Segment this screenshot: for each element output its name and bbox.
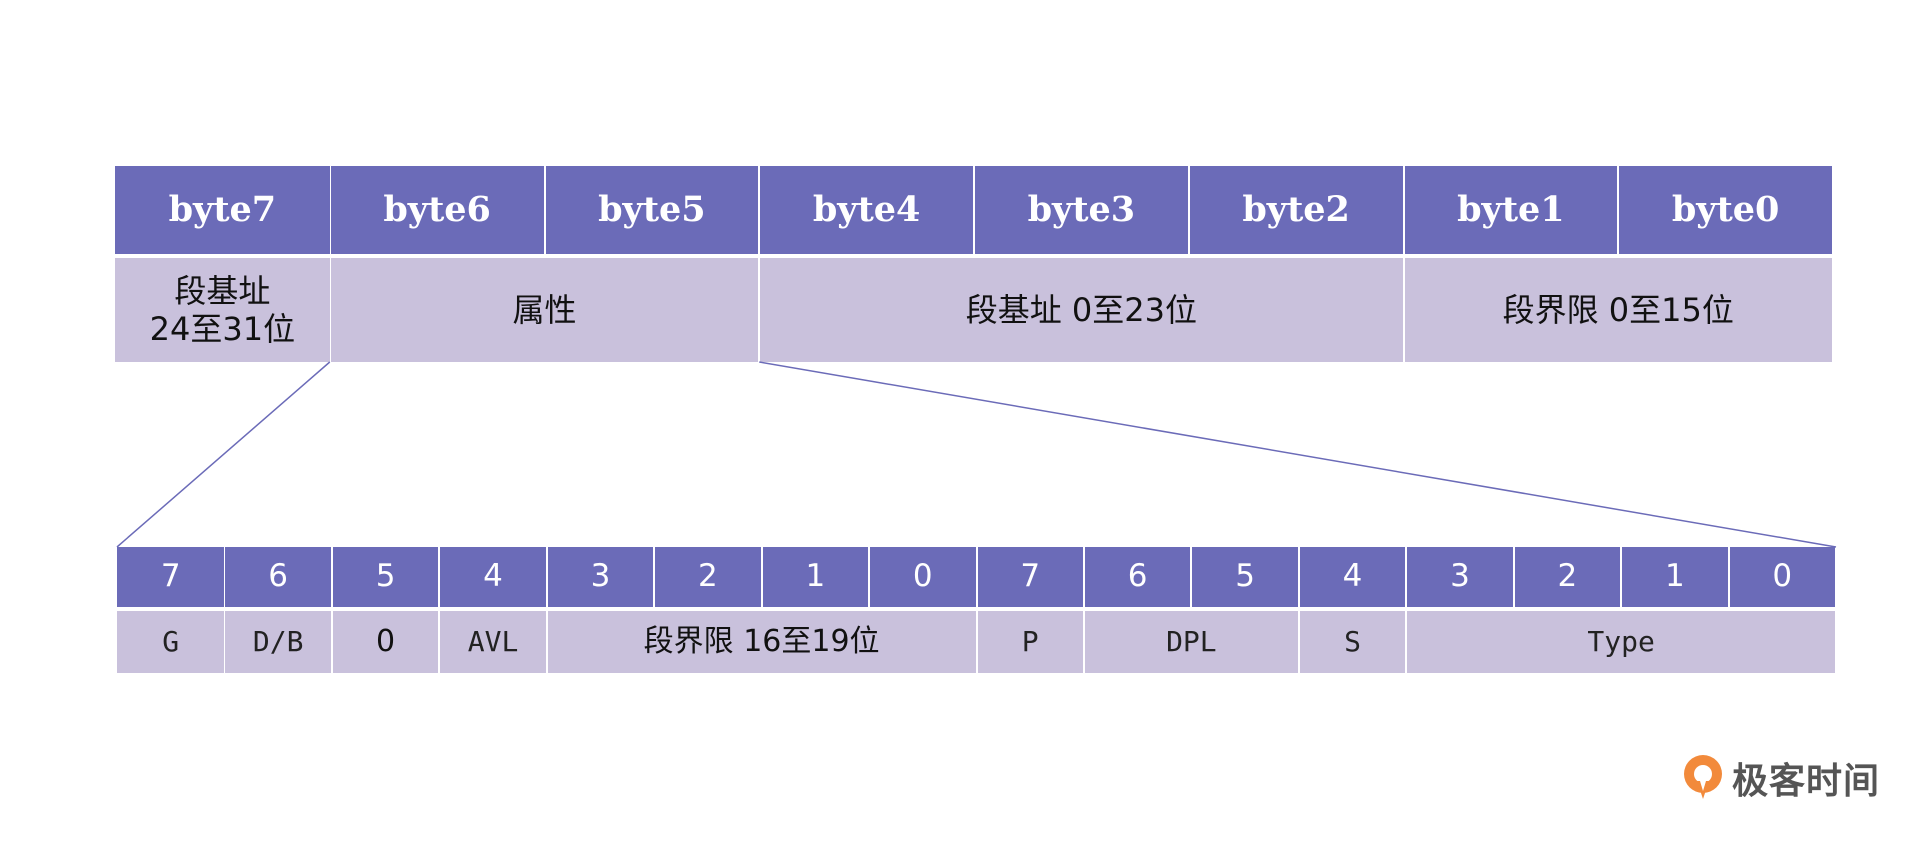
bit-header: 4 [440, 547, 546, 607]
bit-header: 5 [1192, 547, 1298, 607]
bit-header: 2 [1514, 547, 1621, 607]
bit-header: 3 [547, 547, 654, 607]
byte-field: 属性 [330, 258, 759, 362]
byte-field: 段界限 0至15位 [1404, 258, 1832, 362]
bit-field: S [1299, 611, 1406, 673]
bit-header: 7 [117, 547, 225, 607]
byte-field: 段基址 0至23位 [760, 258, 1403, 362]
bit-field: D/B [225, 611, 331, 673]
bit-header: 4 [1299, 547, 1406, 607]
bit-header: 3 [1407, 547, 1513, 607]
bit-field: Type [1407, 611, 1835, 673]
byte-header: byte4 [760, 166, 973, 254]
bit-field: P [977, 611, 1083, 673]
byte-header: byte6 [330, 166, 544, 254]
connector-line-right [759, 361, 1837, 548]
byte-header: byte5 [545, 166, 759, 254]
bit-header: 6 [1084, 547, 1191, 607]
bit-field: 0 [332, 611, 439, 673]
bit-header: 7 [977, 547, 1083, 607]
byte-header: byte1 [1404, 166, 1618, 254]
bit-header: 5 [332, 547, 439, 607]
bit-header: 1 [762, 547, 869, 607]
bit-header: 6 [225, 547, 331, 607]
byte-header: byte3 [975, 166, 1188, 254]
bit-field: AVL [440, 611, 546, 673]
bit-header: 1 [1622, 547, 1728, 607]
bit-field: DPL [1084, 611, 1298, 673]
bit-field: G [117, 611, 225, 673]
byte-field: 段基址 24至31位 [115, 258, 330, 362]
geektime-logo-icon [1684, 755, 1722, 799]
byte-header: byte0 [1619, 166, 1832, 254]
connector-line-left [116, 361, 331, 548]
bit-header: 0 [870, 547, 976, 607]
logo-text: 极客时间 [1732, 761, 1881, 802]
byte-header: byte7 [115, 166, 330, 254]
bit-header: 2 [655, 547, 761, 607]
byte-header: byte2 [1189, 166, 1403, 254]
bit-header: 0 [1729, 547, 1835, 607]
brand-logo: 极客时间 [1680, 752, 1880, 804]
bit-field: 段界限 16至19位 [547, 611, 976, 673]
